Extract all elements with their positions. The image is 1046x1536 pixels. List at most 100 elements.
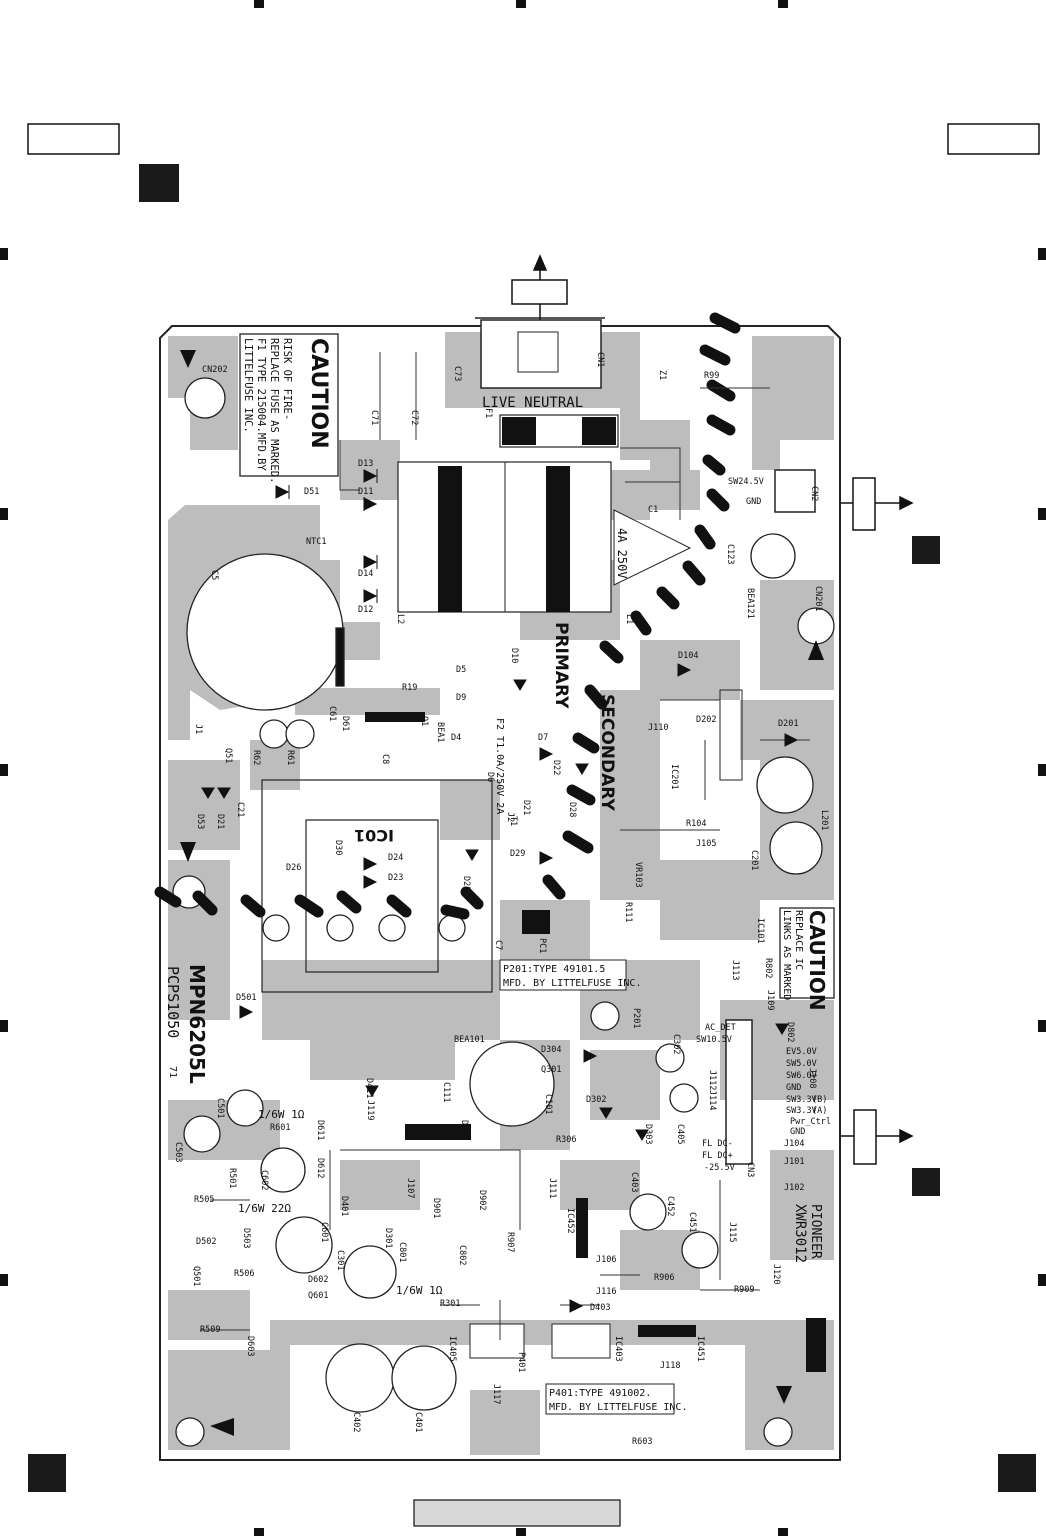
component-refdes: R61 [285,750,295,765]
caution-line: LINKS AS MARKED [781,910,792,1000]
component-refdes: D13 [358,459,373,469]
component-refdes: P401 [516,1352,526,1372]
cn3-pin: EV5.0V [786,1047,817,1057]
component-refdes: L201 [819,810,829,830]
cn3-pin: SW3.3V [786,1106,817,1116]
component-refdes: J101 [784,1157,804,1167]
caution-line: RISK OF FIRE- [281,338,293,420]
component-refdes: Q1 [419,716,429,726]
caution-line: LITTELFUSE INC. [242,338,254,433]
board-code: PCPS1050 [164,966,182,1038]
component-refdes: C21 [235,802,245,817]
component-refdes: R506 [234,1269,254,1279]
component-refdes: C1 [648,505,658,515]
corner-marker [998,1454,1036,1492]
component-refdes: C111 [441,1082,451,1102]
component-refdes: BEA101 [454,1035,485,1045]
component-refdes: CN1 [595,352,605,367]
component-refdes: D401 [339,1196,349,1216]
section-marker [912,1168,940,1196]
cn3-pin: Pwr_Ctrl [790,1117,831,1127]
cn3-pin: SW6.0V [786,1071,817,1081]
board-rev: 71 [167,1066,178,1078]
component-refdes: C8 [380,754,390,764]
cn2-pin: SW24.5V [728,477,764,487]
component-refdes: D5 [456,665,466,675]
component-refdes: D9 [456,693,466,703]
component-refdes: NTC1 [306,537,326,547]
f2-rating: F2 T1.0A/250V 2A [494,718,505,814]
component-refdes: D21 [215,814,225,829]
ic-blocks [365,469,826,1372]
note-line: MFD. BY LITTELFUSE INC. [503,978,641,989]
component-refdes: R909 [734,1285,754,1295]
component-refdes: CN201 [813,586,823,612]
component-refdes: R601 [270,1123,290,1133]
component-refdes: R104 [686,819,706,829]
cn3-pin: SW10.5V [696,1035,732,1045]
footer-box [413,1499,621,1527]
component-refdes: C301 [335,1250,345,1270]
component-refdes: J108 [807,1068,817,1088]
component-refdes: C401 [413,1412,423,1432]
component-refdes: C61 [327,706,337,721]
component-refdes: J113 [730,960,740,980]
component-refdes: D28 [567,802,577,817]
component-refdes: D101 [459,1120,469,1140]
component-refdes: C405 [675,1124,685,1144]
component-refdes: L2 [395,614,405,624]
component-refdes: C201 [749,850,759,870]
cn3-pin: SW5.0V [786,1059,817,1069]
section-marker [912,536,940,564]
component-refdes: IC101 [755,918,765,944]
component-refdes: IC452 [565,1208,575,1234]
component-refdes: D502 [196,1237,216,1247]
component-refdes: J105 [696,839,716,849]
component-refdes: J112 [707,1070,717,1090]
component-refdes: J111 [547,1178,557,1198]
component-refdes: D30 [333,840,343,855]
component-refdes: D901 [431,1198,441,1218]
caution-title: CAUTION [306,338,331,449]
component-refdes: R505 [194,1195,214,1205]
component-refdes: Z1 [657,370,667,380]
resistor-rating: 1/6W 22Ω [238,1202,291,1215]
component-refdes: D201 [778,719,798,729]
component-refdes: C101 [543,1094,553,1114]
isolation-boundary [154,312,741,920]
capacitors [172,377,835,1447]
component-refdes: D14 [358,569,373,579]
cn3-pin: -25.5V [704,1163,735,1173]
transformer-t1 [261,779,493,993]
component-refdes: D302 [586,1095,606,1105]
component-refdes: CN2 [809,486,819,501]
resistor-rating: 1/6W 1Ω [258,1108,305,1121]
caution-line: F1 TYPE 215004.MFD.BY [255,338,267,471]
component-refdes: D24 [388,853,403,863]
component-refdes: C501 [215,1098,225,1118]
note-line: MFD. BY LITTELFUSE INC. [549,1402,687,1413]
component-refdes: D4 [451,733,461,743]
component-refdes: C403 [629,1172,639,1192]
cn2-pin: GND [746,497,761,507]
caution-box-fuse: CAUTION RISK OF FIRE- REPLACE FUSE AS MA… [239,333,339,483]
board-model: MPN6205L [185,964,209,1084]
component-refdes: C802 [457,1245,467,1265]
cn3-pin: FL DC+ [702,1151,733,1161]
xwr-label: XWR3012 [792,1204,808,1263]
caution-box-ic: CAUTION REPLACE IC LINKS AS MARKED [779,907,835,1011]
component-refdes: T1 [508,816,518,826]
live-neutral-label: LIVE NEUTRAL [482,395,583,411]
component-refdes: D7 [538,733,548,743]
cn3-pin-labels: AC_DET SW10.5V EV5.0V SW5.0V SW6.0V GND … [696,1023,831,1173]
component-refdes: C71 [369,410,379,425]
component-refdes: PC1 [537,938,547,953]
component-refdes: J118 [660,1361,680,1371]
component-refdes: D403 [590,1303,610,1313]
component-refdes: J104 [784,1139,804,1149]
component-refdes: D6 [485,772,495,782]
component-refdes: R907 [505,1232,515,1252]
component-refdes: IC405 [447,1336,457,1362]
component-refdes: D611 [315,1120,325,1140]
